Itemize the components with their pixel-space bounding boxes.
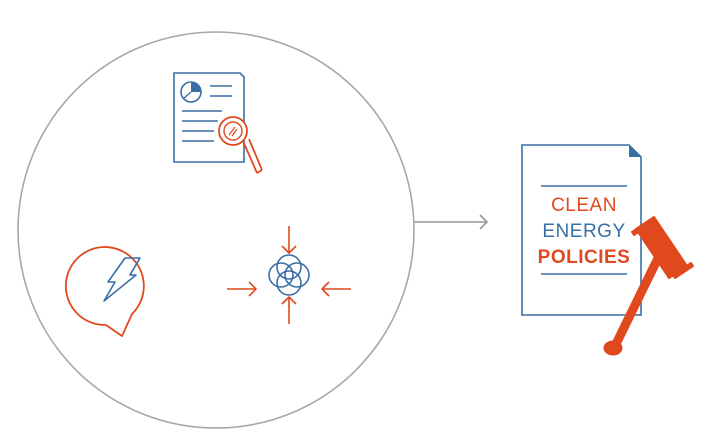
report-analysis-icon (173, 72, 263, 174)
policy-title-line3: POLICIES (538, 247, 631, 268)
policy-title-line1: CLEAN (551, 195, 617, 216)
magnifier-icon (218, 116, 263, 174)
lightning-bolt-icon (103, 257, 141, 302)
policy-title-line2: ENERGY (542, 221, 625, 242)
energy-chat-icon (64, 246, 145, 337)
gavel-icon (603, 216, 694, 356)
process-circle (17, 31, 415, 429)
policy-document-icon: CLEAN ENERGY POLICIES (521, 144, 642, 316)
convergence-icon (227, 226, 351, 324)
right-arrow-icon (414, 214, 489, 230)
